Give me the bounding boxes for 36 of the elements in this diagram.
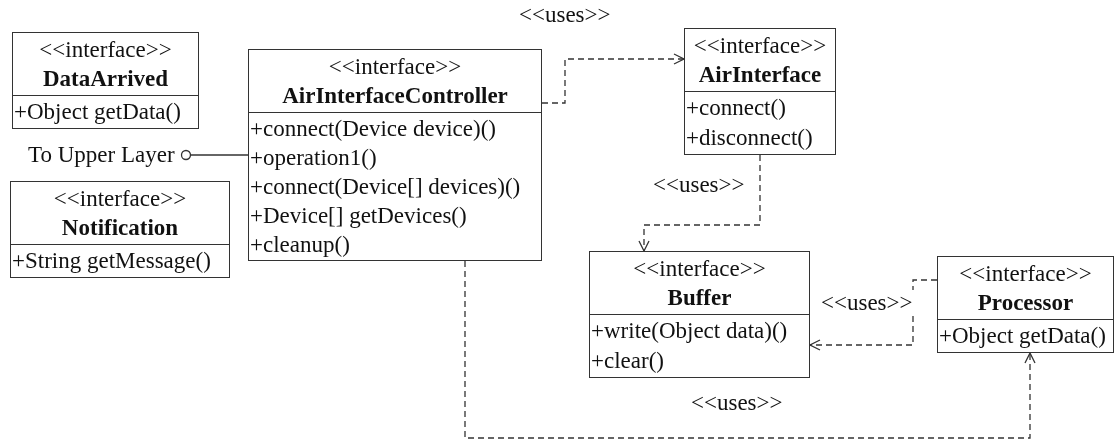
dependency-arrow — [464, 260, 1036, 439]
dependency-arrow — [638, 154, 761, 252]
class-name: AirInterfaceController — [281, 82, 509, 110]
method: +write(Object data)() — [591, 317, 789, 345]
interface-label: To Upper Layer — [28, 142, 181, 168]
stereotype: <<interface>> — [52, 185, 188, 213]
method: +disconnect() — [686, 124, 814, 152]
method: +Device[] getDevices() — [250, 202, 468, 230]
stereotype: <<interface>> — [38, 36, 173, 64]
stereotype: <<interface>> — [632, 255, 767, 283]
dependency-arrow — [809, 279, 938, 351]
class-box — [10, 181, 230, 278]
method: +connect() — [686, 94, 787, 122]
method: +Object getData() — [14, 98, 182, 126]
class-name: DataArrived — [41, 65, 170, 93]
stereotype: <<interface>> — [327, 53, 463, 81]
method: +Object getData() — [939, 322, 1107, 350]
class-name: AirInterface — [697, 61, 823, 89]
stereotype: <<interface>> — [692, 32, 828, 60]
class-name: Buffer — [666, 284, 733, 312]
class-box — [589, 251, 810, 378]
stereotype: <<interface>> — [958, 260, 1093, 288]
class-name: Notification — [60, 214, 180, 242]
interface-connector — [180, 149, 249, 161]
class-box — [248, 49, 542, 261]
class-box — [12, 32, 199, 129]
method: +operation1() — [250, 144, 378, 172]
method: +connect(Device[] devices)() — [250, 173, 522, 201]
class-name: Processor — [976, 289, 1075, 317]
method: +clear() — [591, 347, 665, 375]
dependency-arrow — [541, 53, 685, 104]
method: +cleanup() — [250, 231, 351, 259]
method: +connect(Device device)() — [250, 115, 497, 143]
class-box — [684, 28, 836, 155]
class-box — [937, 256, 1114, 353]
method: +String getMessage() — [12, 247, 212, 275]
